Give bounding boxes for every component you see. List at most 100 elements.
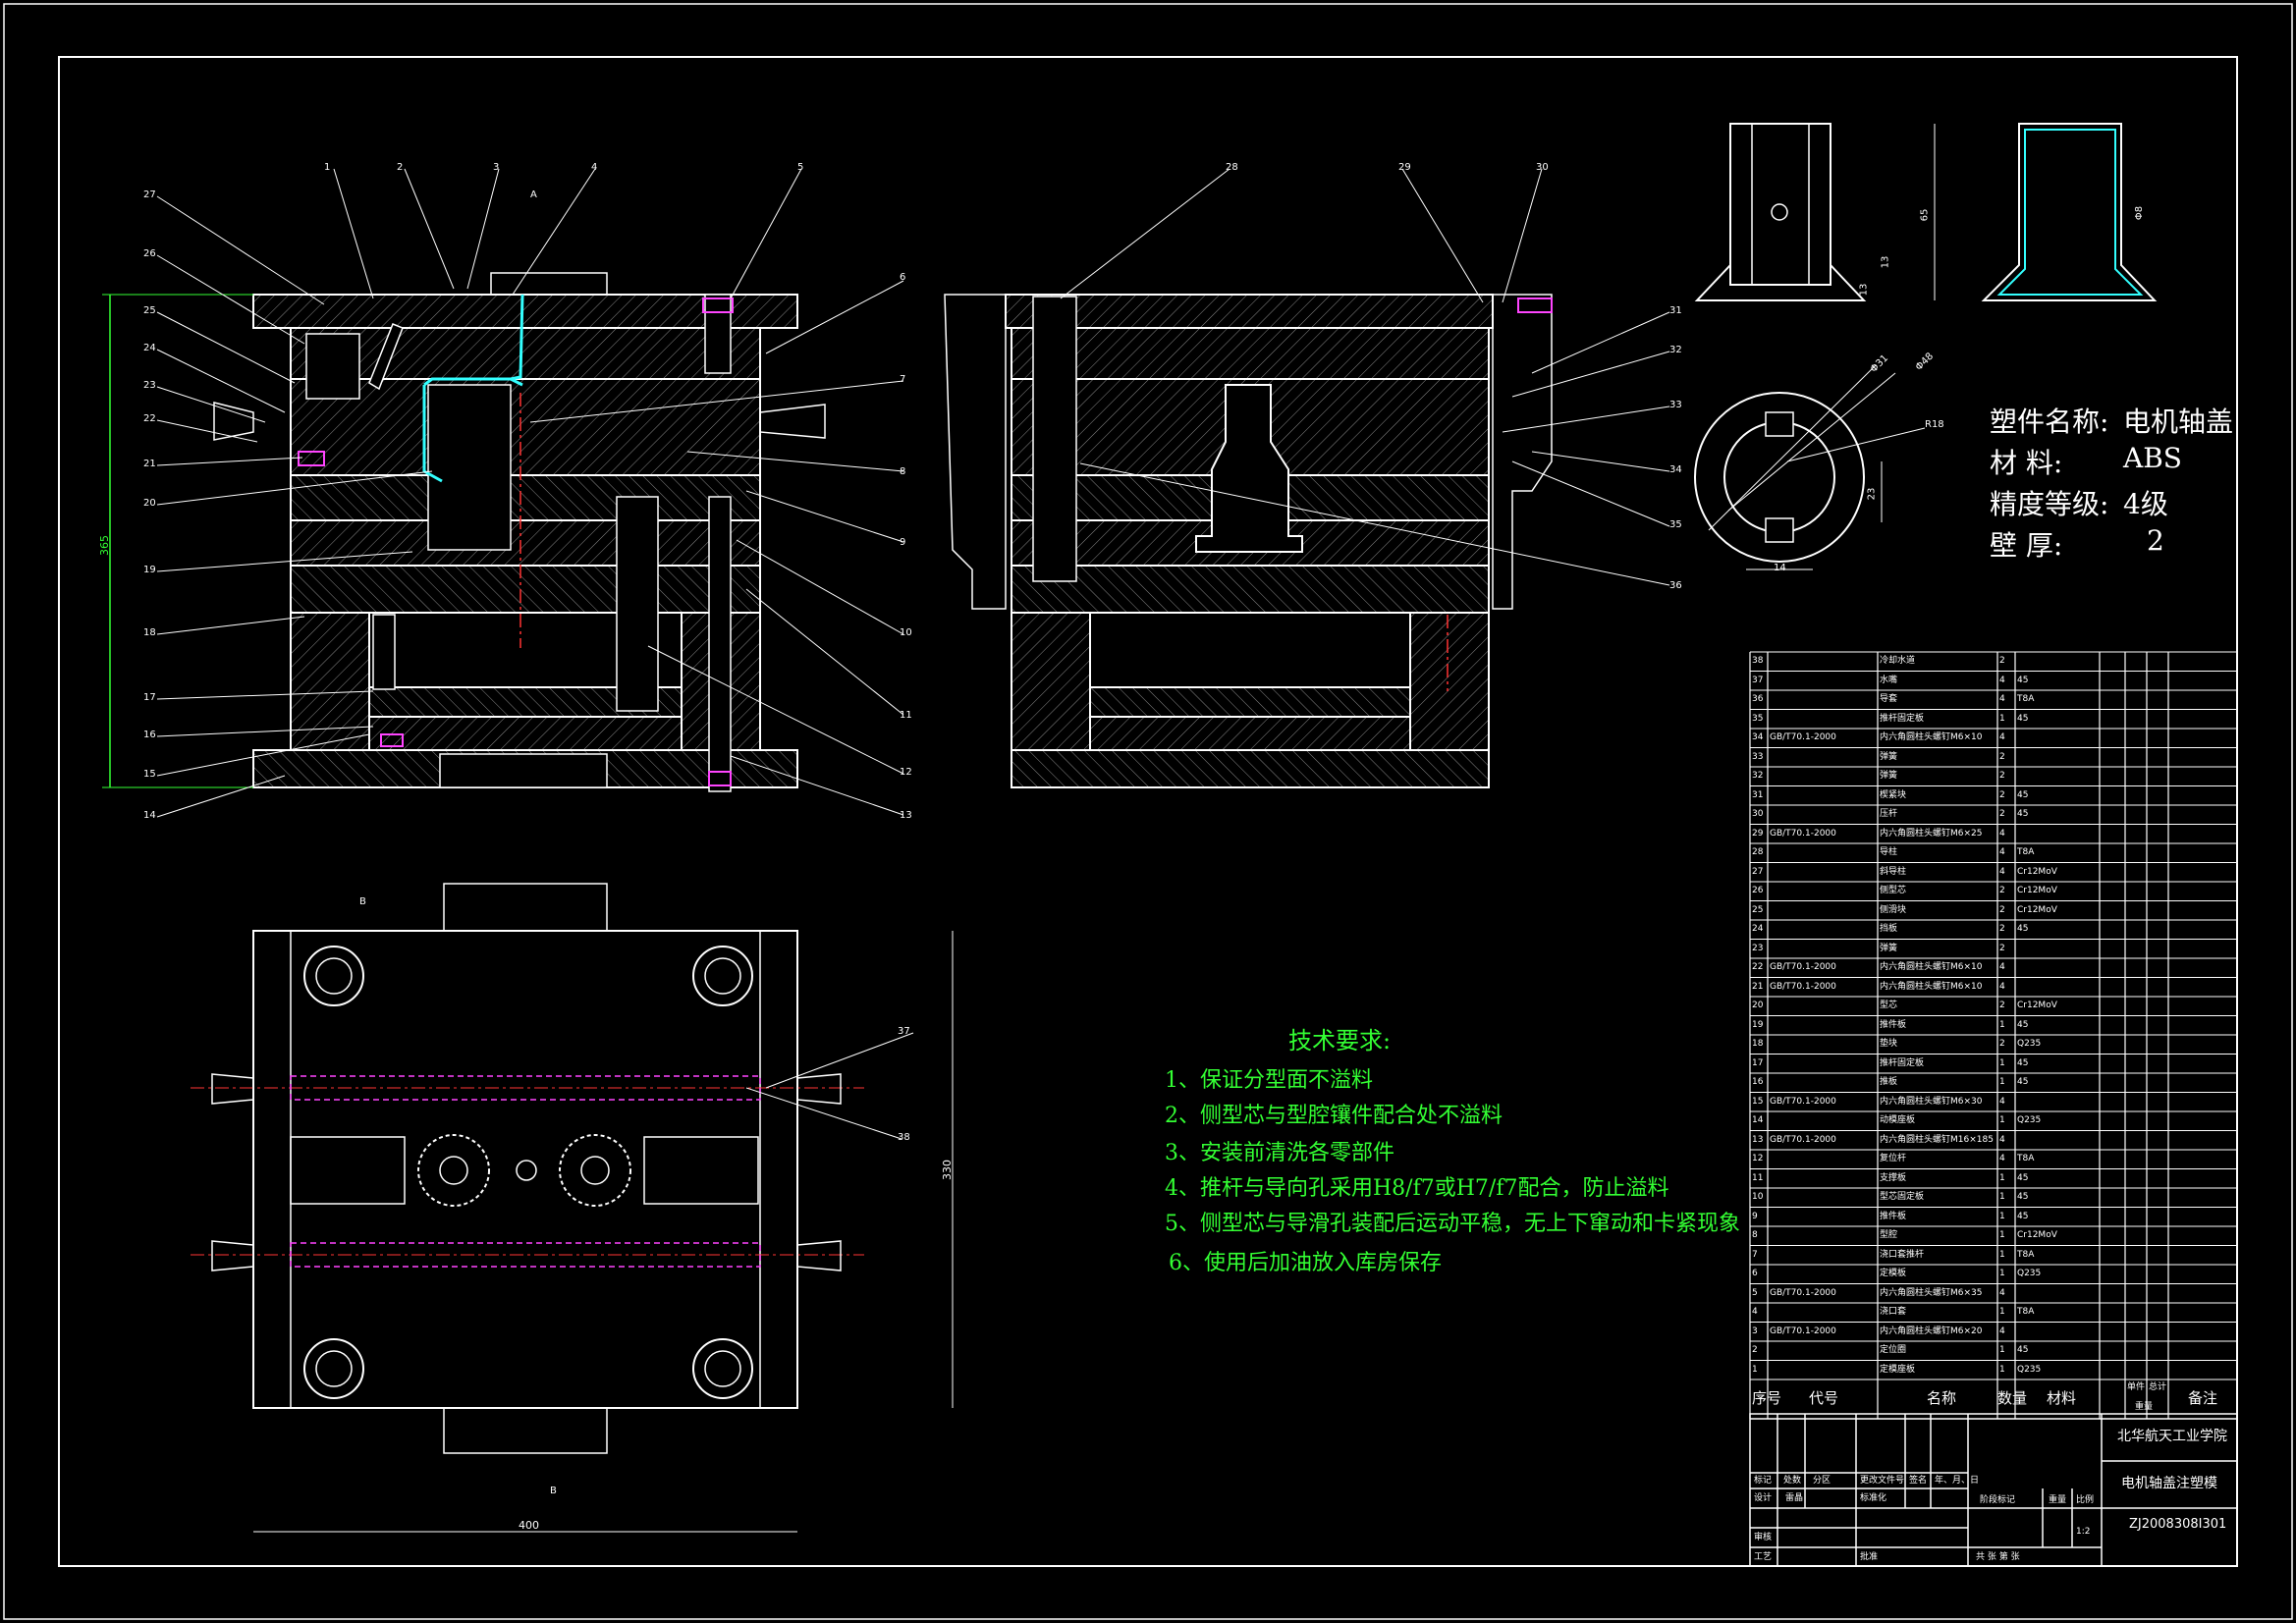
bom-row-no: 8: [1752, 1230, 1758, 1240]
bom-header-qty: 数量: [1997, 1389, 2028, 1407]
bom-row-material: 45: [2017, 1192, 2029, 1202]
title-block-drawing-name: 电机轴盖注塑模: [2121, 1476, 2217, 1491]
bom-row-qty: 2: [1999, 943, 2005, 953]
callout-34: 34: [1669, 464, 1682, 475]
bom-row-material: Cr12MoV: [2017, 1001, 2057, 1010]
callout-37: 37: [898, 1026, 910, 1037]
tech-requirement-1: 1、保证分型面不溢料: [1165, 1068, 1373, 1093]
bom-row-qty: 1: [1999, 1269, 2005, 1278]
bom-row-qty: 1: [1999, 1057, 2005, 1068]
bom-row-no: 4: [1752, 1307, 1758, 1317]
bom-row-qty: 1: [1999, 1230, 2005, 1240]
title-block-sign-label: 签名: [1909, 1476, 1928, 1486]
title-block-school: 北华航天工业学院: [2117, 1429, 2227, 1444]
callout-23: 23: [143, 380, 156, 391]
callout-19: 19: [143, 565, 156, 575]
bom-table-grid: [1749, 651, 2238, 1420]
bom-row-qty: 1: [1999, 1211, 2005, 1221]
bom-row-material: 45: [2017, 1172, 2029, 1183]
callout-30: 30: [1536, 162, 1549, 173]
bom-row-name: 推杆固定板: [1880, 1057, 1925, 1068]
bom-row-qty: 2: [1999, 751, 2005, 762]
bom-row-name: 浇口套推杆: [1880, 1249, 1925, 1260]
material-value: ABS: [2123, 442, 2182, 474]
bom-row-name: 定模座板: [1880, 1364, 1916, 1375]
bom-row-name: 楔紧块: [1880, 789, 1907, 800]
callout-22: 22: [143, 413, 156, 424]
bom-row-name: 导柱: [1880, 847, 1898, 857]
bom-header-weight: 重量: [2135, 1402, 2154, 1412]
bom-row-no: 32: [1752, 771, 1764, 781]
bom-row-name: 斜导柱: [1880, 866, 1907, 877]
bom-row-name: 侧滑块: [1880, 904, 1907, 915]
dim-part-h: 65: [1919, 208, 1931, 222]
callout-1: 1: [324, 162, 331, 173]
bom-header-total-weight: 总计: [2149, 1382, 2167, 1392]
tech-requirement-5: 5、侧型芯与导滑孔装配后运动平稳，无上下窜动和卡紧现象: [1165, 1212, 1740, 1236]
bom-header-no: 序号: [1752, 1389, 1782, 1407]
dim-part-w: 14: [1774, 563, 1786, 573]
bom-row-material: 45: [2017, 1019, 2029, 1030]
part-name-label: 塑件名称:: [1990, 406, 2109, 438]
bom-row-no: 21: [1752, 981, 1764, 992]
bom-row-name: 冷却水道: [1880, 656, 1916, 666]
dim-part-w2: 23: [1866, 487, 1878, 501]
callout-4: 4: [591, 162, 598, 173]
bom-row-no: 28: [1752, 847, 1764, 857]
bom-row-material: 45: [2017, 713, 2029, 724]
bom-row-name: 动模座板: [1880, 1115, 1916, 1125]
bom-row-no: 5: [1752, 1287, 1758, 1298]
part-name-value: 电机轴盖: [2123, 406, 2234, 438]
bom-row-name: 内六角圆柱头螺钉M6×10: [1880, 981, 1983, 992]
tech-requirement-4: 4、推杆与导向孔采用H8/f7或H7/f7配合，防止溢料: [1165, 1176, 1669, 1201]
bom-row-qty: 1: [1999, 1077, 2005, 1087]
bom-row-name: 内六角圆柱头螺钉M16×185: [1880, 1134, 1994, 1145]
callout-5: 5: [797, 162, 804, 173]
callout-12: 12: [900, 767, 912, 778]
wall-thickness-label: 壁 厚:: [1990, 529, 2063, 562]
sheet-inner-border: [58, 56, 2238, 1567]
bom-row-material: Q235: [2017, 1269, 2042, 1278]
bom-row-no: 36: [1752, 694, 1764, 704]
bom-row-qty: 4: [1999, 1096, 2005, 1107]
callout-26: 26: [143, 248, 156, 259]
callout-17: 17: [143, 692, 156, 703]
bom-row-no: 15: [1752, 1096, 1764, 1107]
bom-row-qty: 1: [1999, 1364, 2005, 1375]
bom-row-no: 22: [1752, 962, 1764, 972]
callout-13: 13: [900, 810, 912, 821]
dim-left-height: 365: [98, 535, 111, 556]
bom-row-no: 24: [1752, 924, 1764, 934]
bom-row-qty: 2: [1999, 809, 2005, 819]
bom-row-no: 12: [1752, 1154, 1764, 1163]
bom-row-code: GB/T70.1-2000: [1770, 1287, 1836, 1298]
bom-row-name: 内六角圆柱头螺钉M6×30: [1880, 1096, 1983, 1107]
bom-row-qty: 1: [1999, 1019, 2005, 1030]
bom-row-qty: 4: [1999, 675, 2005, 685]
callout-38: 38: [898, 1132, 910, 1143]
bom-row-no: 38: [1752, 656, 1764, 666]
bom-row-name: 支撑板: [1880, 1172, 1907, 1183]
section-view-left[interactable]: [102, 168, 904, 818]
title-block-sheets: 共 张 第 张: [1976, 1552, 2020, 1562]
bom-row-name: 侧型芯: [1880, 886, 1907, 895]
part-views[interactable]: [1694, 123, 2158, 570]
section-mark-b2: B: [550, 1486, 557, 1496]
dim-side-height: 330: [941, 1160, 954, 1180]
bom-row-name: 推件板: [1880, 1019, 1907, 1030]
callout-16: 16: [143, 730, 156, 740]
title-block-drawing-no: ZJ2008308I301: [2129, 1517, 2227, 1532]
bom-row-name: 水嘴: [1880, 675, 1898, 685]
section-view-middle[interactable]: [944, 168, 1670, 788]
bom-row-name: 弹簧: [1880, 751, 1898, 762]
plan-view[interactable]: [191, 883, 954, 1533]
bom-row-no: 35: [1752, 713, 1764, 724]
bom-row-qty: 4: [1999, 1134, 2005, 1145]
title-block-review-label: 审核: [1754, 1533, 1773, 1542]
bom-row-name: 型腔: [1880, 1230, 1898, 1240]
bom-row-name: 内六角圆柱头螺钉M6×10: [1880, 732, 1983, 742]
title-block-standard-label: 标准化: [1860, 1493, 1887, 1503]
bom-row-no: 23: [1752, 943, 1764, 953]
bom-header-note: 备注: [2188, 1389, 2218, 1407]
